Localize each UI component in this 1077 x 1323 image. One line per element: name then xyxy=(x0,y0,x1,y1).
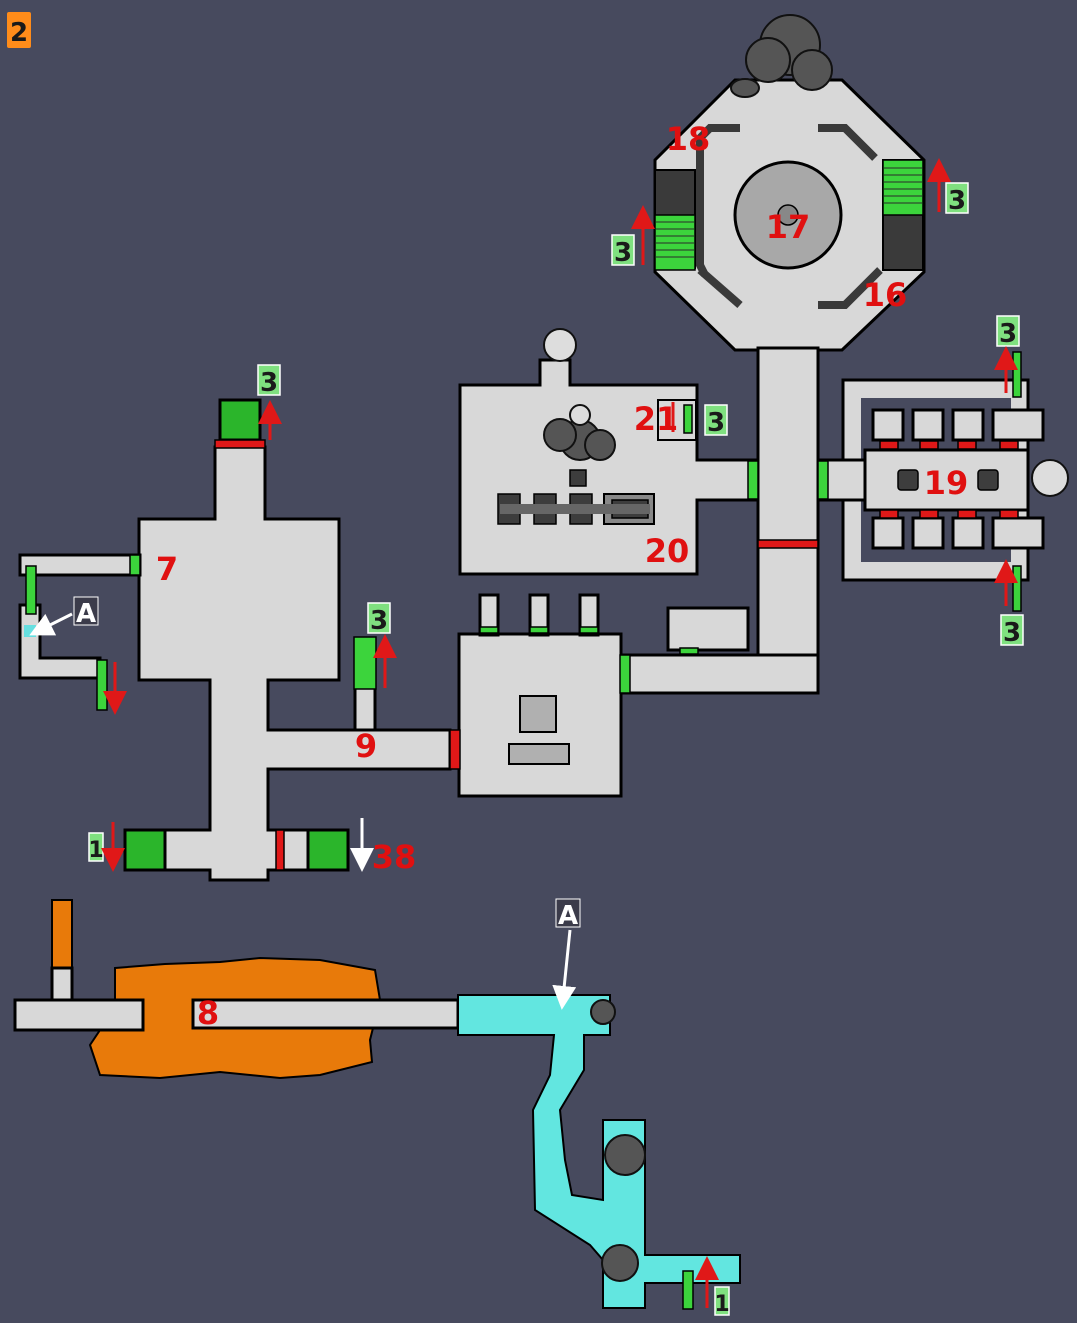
current-floor-badge: 2 xyxy=(7,12,31,48)
room-label-17: 17 xyxy=(766,208,811,246)
svg-text:3: 3 xyxy=(1003,618,1021,648)
floor-link-3-d[interactable]: 3 xyxy=(927,158,969,216)
room-label-19: 19 xyxy=(924,464,969,502)
room-label-9: 9 xyxy=(355,727,377,765)
room-label-18: 18 xyxy=(666,120,711,158)
stairs-21[interactable] xyxy=(671,402,693,434)
octagon-room[interactable] xyxy=(653,78,926,352)
room-label-38: 38 xyxy=(372,838,417,876)
elevator-bottom-left[interactable] xyxy=(123,828,167,872)
stairs-right[interactable] xyxy=(882,159,924,216)
svg-text:1: 1 xyxy=(88,838,103,863)
svg-text:3: 3 xyxy=(999,319,1017,349)
marker-a-top: A xyxy=(29,596,99,636)
room-label-16: 16 xyxy=(863,276,908,314)
floor-link-3-a[interactable]: 3 xyxy=(257,364,282,440)
floor-link-3-b[interactable]: 3 xyxy=(367,602,397,688)
room-20[interactable] xyxy=(458,328,760,576)
rubble-top xyxy=(730,14,833,98)
svg-text:3: 3 xyxy=(948,186,966,216)
floor-link-3-g[interactable]: 3 xyxy=(704,404,728,438)
current-floor-number: 2 xyxy=(10,18,28,48)
elevator-bottom-right[interactable] xyxy=(306,828,350,872)
floor-link-1-a[interactable]: 1 xyxy=(88,822,125,872)
svg-text:A: A xyxy=(558,901,578,931)
room-8[interactable] xyxy=(13,966,460,1032)
floor-link-3-f[interactable]: 3 xyxy=(994,559,1024,648)
lava-area xyxy=(51,899,382,1080)
floor-link-3-c[interactable]: 3 xyxy=(611,205,655,268)
locked-door-corridor[interactable] xyxy=(757,539,819,549)
room-label-20: 20 xyxy=(645,532,690,570)
marker-a-bottom: A xyxy=(552,898,581,1010)
lower-east-corridor[interactable] xyxy=(618,653,820,695)
water-area[interactable] xyxy=(457,994,741,1310)
room-label-8: 8 xyxy=(197,994,219,1032)
svg-text:3: 3 xyxy=(370,606,388,636)
room-7[interactable] xyxy=(18,398,461,882)
central-room[interactable] xyxy=(457,593,750,798)
room-label-7: 7 xyxy=(156,550,178,588)
svg-text:3: 3 xyxy=(707,408,725,438)
floor-link-1-b[interactable]: 1 xyxy=(695,1256,730,1317)
room-label-21: 21 xyxy=(634,400,679,438)
svg-text:1: 1 xyxy=(714,1292,729,1317)
floor-link-3-e[interactable]: 3 xyxy=(994,315,1020,393)
main-corridor[interactable] xyxy=(756,346,820,695)
room-19[interactable] xyxy=(816,351,1069,612)
svg-text:3: 3 xyxy=(260,368,278,398)
svg-text:3: 3 xyxy=(614,238,632,268)
elevator-top[interactable] xyxy=(218,398,262,442)
svg-text:A: A xyxy=(76,599,96,629)
